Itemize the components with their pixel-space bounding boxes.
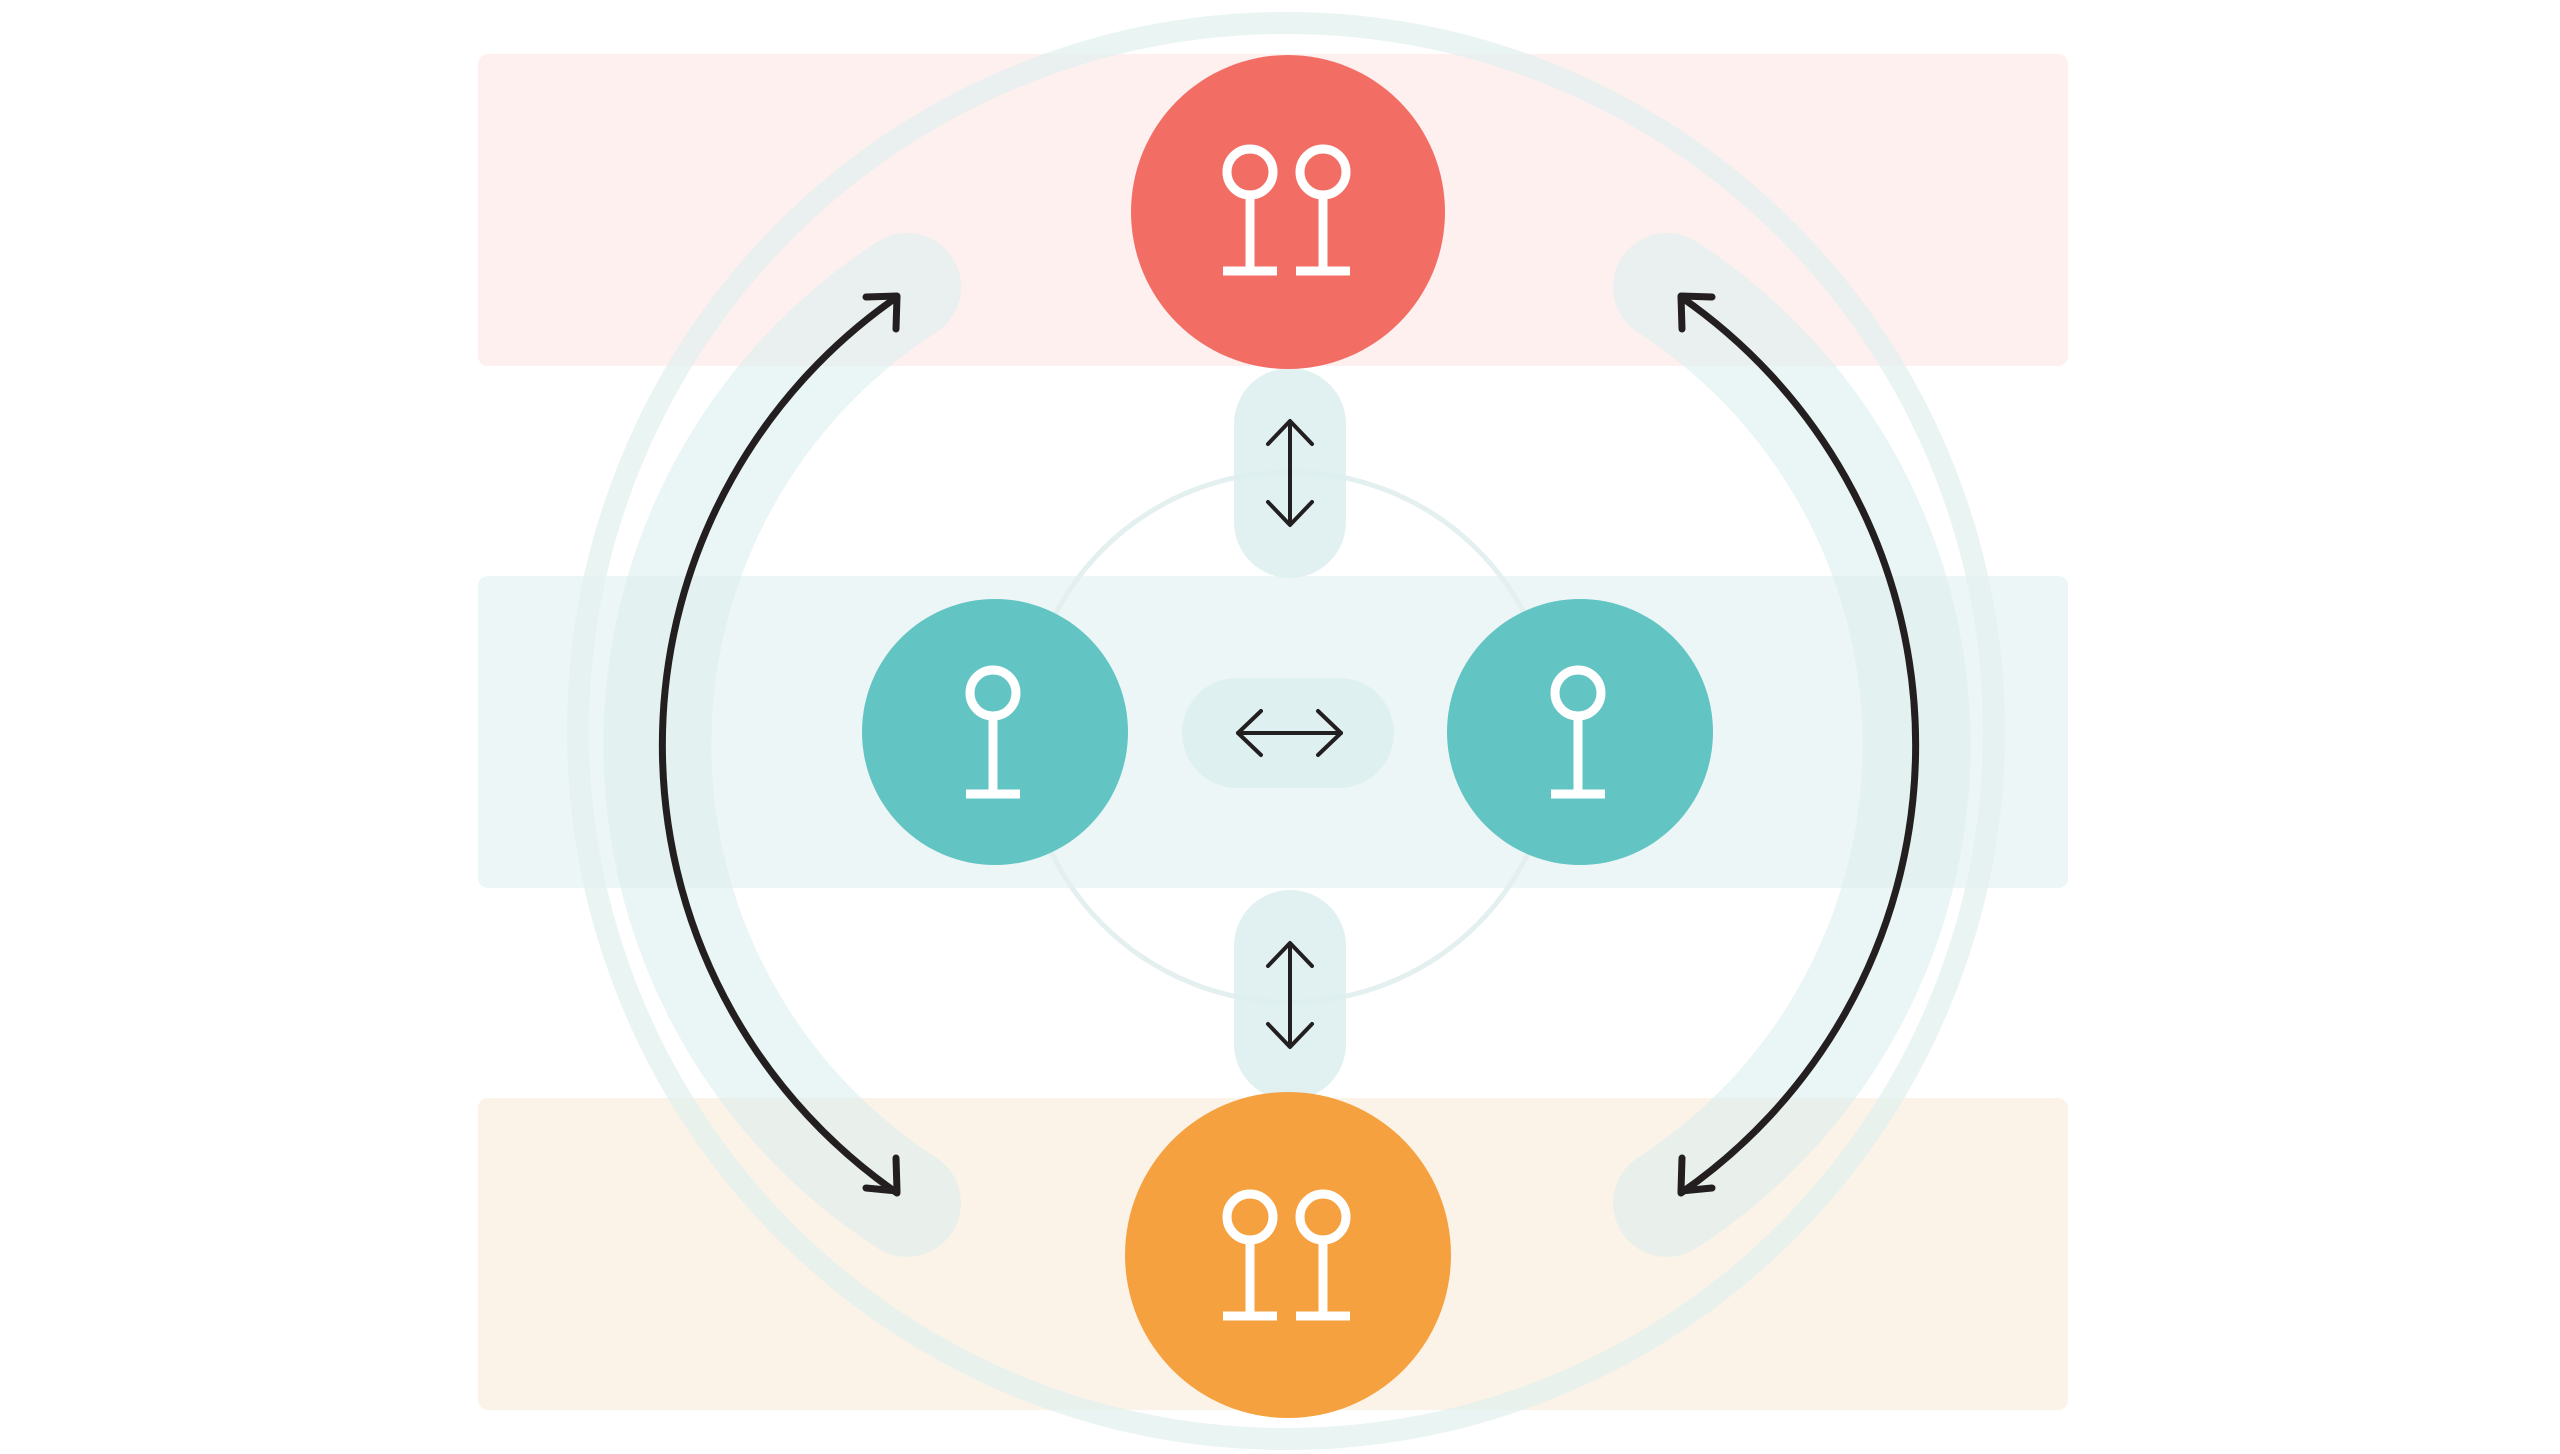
curved-arrow-left [658, 292, 901, 1197]
double-arrow-vertical-bottom [1266, 941, 1314, 1049]
key-icon [1295, 1189, 1351, 1321]
double-arrow-horizontal [1236, 709, 1343, 757]
key-icon [1550, 665, 1606, 799]
node-top [1131, 55, 1445, 369]
double-arrow-vertical-top [1266, 419, 1314, 527]
key-icon [1222, 144, 1278, 276]
key-icon [1222, 1189, 1278, 1321]
key-icon [965, 665, 1021, 799]
left-arc-track [603, 233, 961, 1257]
key-icon [1295, 144, 1351, 276]
outer-ring [567, 12, 2005, 1450]
curved-arrow-right [1677, 292, 1920, 1197]
node-bottom [1125, 1092, 1451, 1418]
